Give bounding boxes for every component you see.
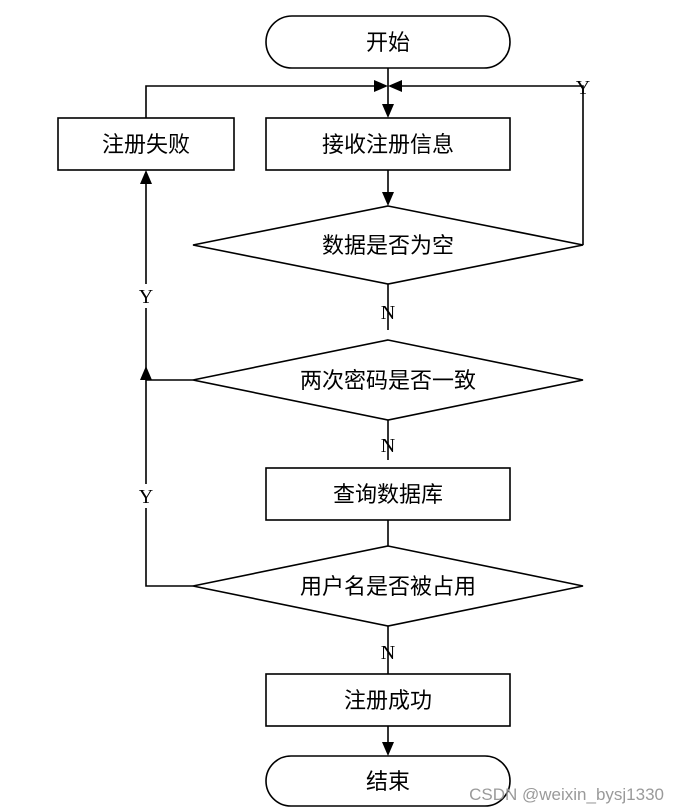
- label-mask-lower: [136, 484, 156, 508]
- password-check-label: 两次密码是否一致: [300, 369, 476, 394]
- username-yes-label: Y: [139, 486, 153, 508]
- password-check-node: 两次密码是否一致: [192, 339, 584, 421]
- password-no-label: N: [381, 435, 395, 457]
- empty-check-label: 数据是否为空: [322, 234, 454, 259]
- arrow-merge-left: [374, 80, 388, 92]
- watermark-text: CSDN @weixin_bysj1330: [469, 785, 664, 804]
- receive-info-shape: [265, 117, 511, 171]
- receive-info-node: 接收注册信息: [265, 117, 511, 171]
- label-mask-upper: [136, 284, 156, 308]
- username-check-node: 用户名是否被占用: [192, 545, 584, 627]
- register-success-label: 注册成功: [344, 689, 432, 714]
- arrow-merge-right: [388, 80, 402, 92]
- edge-yes-to-fail: [145, 182, 193, 587]
- end-label: 结束: [366, 770, 410, 795]
- arrow-password-yes-up: [140, 366, 152, 380]
- empty-check-node: 数据是否为空: [192, 205, 584, 285]
- username-check-label: 用户名是否被占用: [300, 575, 476, 600]
- arrow-into-receive: [382, 104, 394, 118]
- empty-no-label: N: [381, 302, 395, 324]
- start-label: 开始: [366, 31, 410, 56]
- arrow-into-end: [382, 742, 394, 756]
- query-db-label: 查询数据库: [333, 483, 443, 508]
- end-shape: [265, 755, 511, 807]
- edge-fail-to-receive: [145, 85, 374, 118]
- start-node: 开始: [265, 15, 511, 69]
- arrow-into-fail: [140, 170, 152, 184]
- username-no-label: N: [381, 642, 395, 664]
- end-node: 结束: [265, 755, 511, 807]
- password-yes-label: Y: [139, 286, 153, 308]
- query-db-node: 查询数据库: [265, 467, 511, 521]
- register-success-node: 注册成功: [265, 673, 511, 727]
- empty-yes-label: Y: [576, 77, 590, 99]
- edge-empty-yes-loop: [402, 85, 584, 245]
- register-success-shape: [265, 673, 511, 727]
- receive-info-label: 接收注册信息: [322, 133, 454, 158]
- register-fail-label: 注册失败: [102, 133, 190, 158]
- arrow-into-empty-check: [382, 192, 394, 206]
- register-fail-node: 注册失败: [57, 117, 235, 171]
